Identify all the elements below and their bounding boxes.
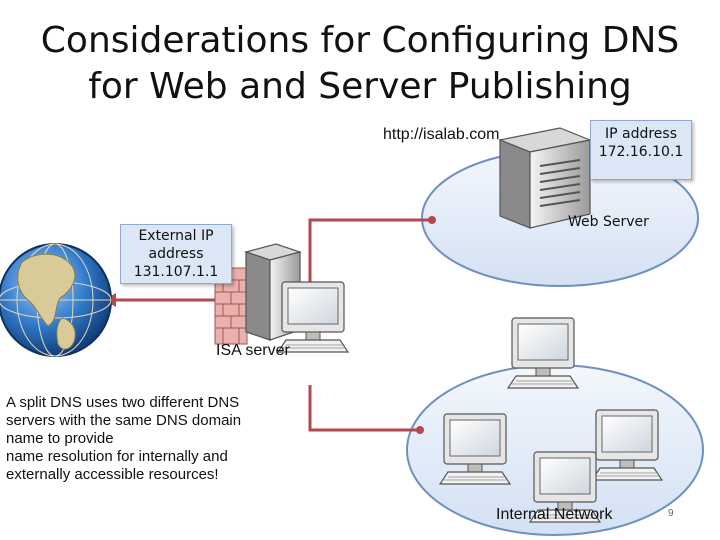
isa-server-label: ISA server bbox=[216, 342, 290, 359]
ip-address-box: IP address 172.16.10.1 bbox=[590, 120, 692, 180]
external-ip-line: External IP bbox=[138, 228, 214, 244]
title-line: for Web and Server Publishing bbox=[88, 66, 632, 107]
internal-workstation-icon bbox=[507, 317, 579, 389]
ip-address-line: IP address bbox=[604, 126, 678, 142]
globe-icon bbox=[0, 243, 112, 357]
external-ip-line: address bbox=[148, 246, 204, 262]
note-line: servers with the same DNS domain bbox=[6, 412, 242, 429]
ip-address-line: 172.16.10.1 bbox=[598, 144, 684, 160]
note-line: A split DNS uses two different DNS bbox=[6, 394, 240, 411]
slide-title: Considerations for Configuring DNS for W… bbox=[0, 18, 720, 110]
internal-network-label: Internal Network bbox=[496, 506, 613, 523]
note-line: name resolution for internally and bbox=[6, 448, 228, 465]
isa-to-web-connector bbox=[308, 218, 432, 305]
isa-to-internal-connector bbox=[308, 385, 420, 432]
connector-node bbox=[428, 216, 436, 224]
note-line: name to provide bbox=[6, 430, 114, 447]
internal-workstation-icon bbox=[591, 409, 663, 481]
connector-node bbox=[416, 426, 424, 434]
web-server-label: Web Server bbox=[568, 214, 649, 230]
split-dns-note: A split DNS uses two different DNS serve… bbox=[6, 394, 306, 484]
external-ip-line: 131.107.1.1 bbox=[133, 264, 219, 280]
note-line: externally accessible resources! bbox=[6, 466, 219, 483]
internal-workstation-icon bbox=[439, 413, 511, 485]
title-line: Considerations for Configuring DNS bbox=[40, 20, 680, 61]
url-label: http://isalab.com bbox=[383, 126, 500, 143]
page-number: 9 bbox=[668, 508, 674, 519]
web-server-tower-icon bbox=[497, 127, 593, 229]
isa-server-icon bbox=[214, 243, 349, 353]
external-ip-box: External IP address 131.107.1.1 bbox=[120, 224, 232, 284]
